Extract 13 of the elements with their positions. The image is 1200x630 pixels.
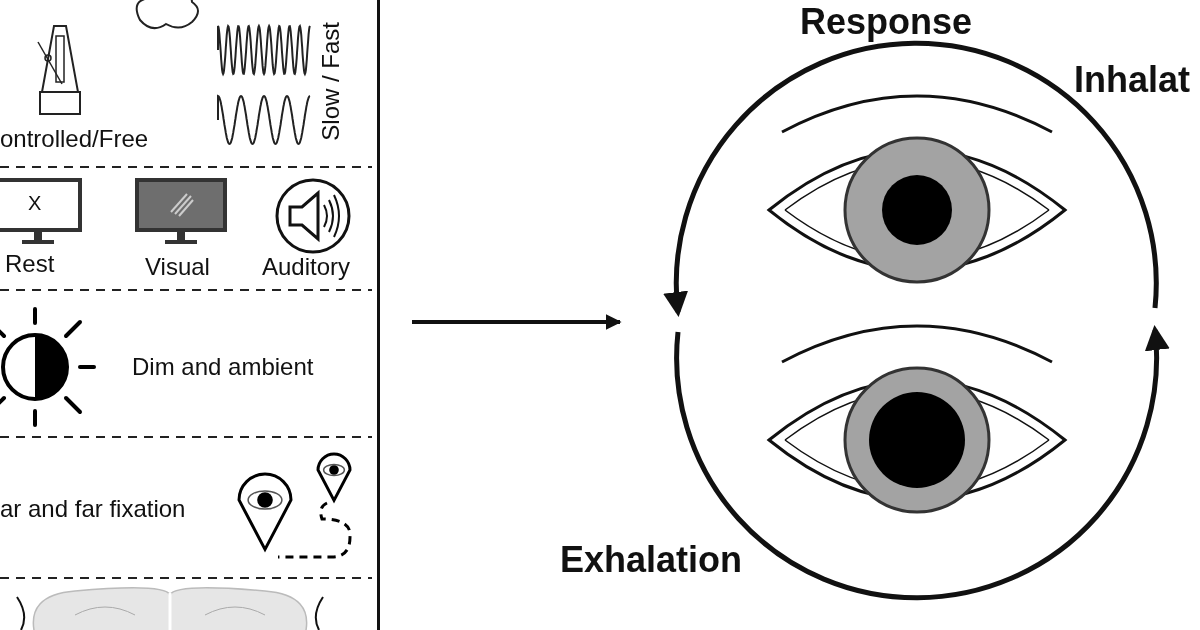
phase-label: Inhalat	[1074, 60, 1190, 100]
icon-caption: ontrolled/Free	[0, 126, 149, 153]
row-label: ar and far fixation	[0, 496, 186, 523]
phase-label: Exhalation	[560, 540, 743, 580]
icon-caption: Rest	[5, 251, 55, 278]
icon-caption: Slow / Fast	[318, 22, 345, 141]
row-label: Dim and ambient	[132, 354, 314, 381]
panel-box	[0, 0, 380, 630]
arrow	[412, 314, 622, 330]
icon-caption: Visual	[145, 254, 210, 281]
icon-caption: Auditory	[262, 254, 351, 281]
screen-text: X	[28, 192, 42, 214]
heading: Response	[800, 2, 973, 42]
